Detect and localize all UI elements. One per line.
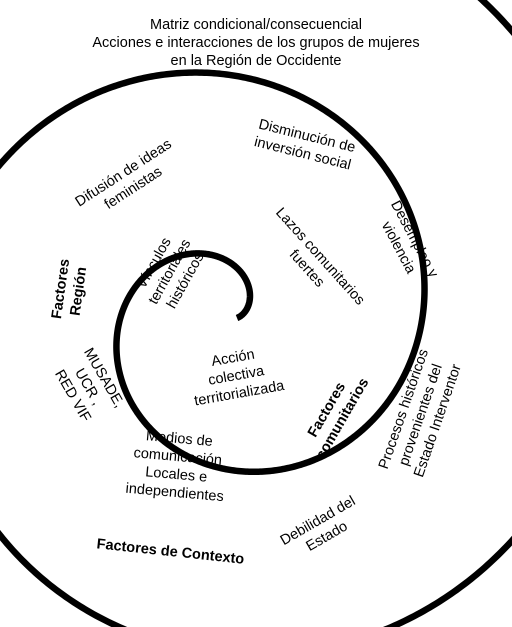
label-procesos-historicos: Procesos históricos provenientes del Est…: [376, 347, 465, 479]
label-debilidad-estado: Debilidad del Estado: [278, 493, 359, 555]
label-difusion-ideas-feministas: Difusión de ideas feministas: [73, 136, 175, 213]
diagram-title: Matriz condicional/consecuencial Accione…: [92, 17, 419, 69]
title-line-3: en la Región de Occidente: [171, 53, 342, 69]
title-line-2: Acciones e interacciones de los grupos d…: [92, 35, 419, 51]
label-medios-comunicacion: Medios de comunicación Locales e indepen…: [125, 428, 224, 506]
label-factores-comunitarios: Factores comunitarios: [305, 376, 372, 463]
label-lazos-comunitarios: Lazos comunitarios fuertes: [272, 205, 367, 309]
factores-region-line-2: Región: [68, 266, 91, 317]
medios-line-2: comunicación: [133, 445, 223, 469]
factores-contexto-text: Factores de Contexto: [96, 536, 245, 567]
medios-line-3: Locales e: [145, 464, 208, 485]
label-desempleo-violencia: Desempleo y violencia: [378, 198, 441, 281]
medios-line-4: independientes: [125, 481, 224, 506]
label-factores-region: Factores Región: [49, 258, 91, 320]
label-accion-colectiva: Acción colectiva territorializada: [193, 347, 286, 410]
medios-line-1: Medios de: [145, 428, 213, 450]
label-factores-contexto: Factores de Contexto: [96, 536, 245, 567]
title-line-1: Matriz condicional/consecuencial: [150, 17, 362, 33]
label-vinculos-territoriales: Vínculos territoriales históricos: [134, 235, 208, 311]
accion-line-1: Acción: [210, 347, 256, 370]
